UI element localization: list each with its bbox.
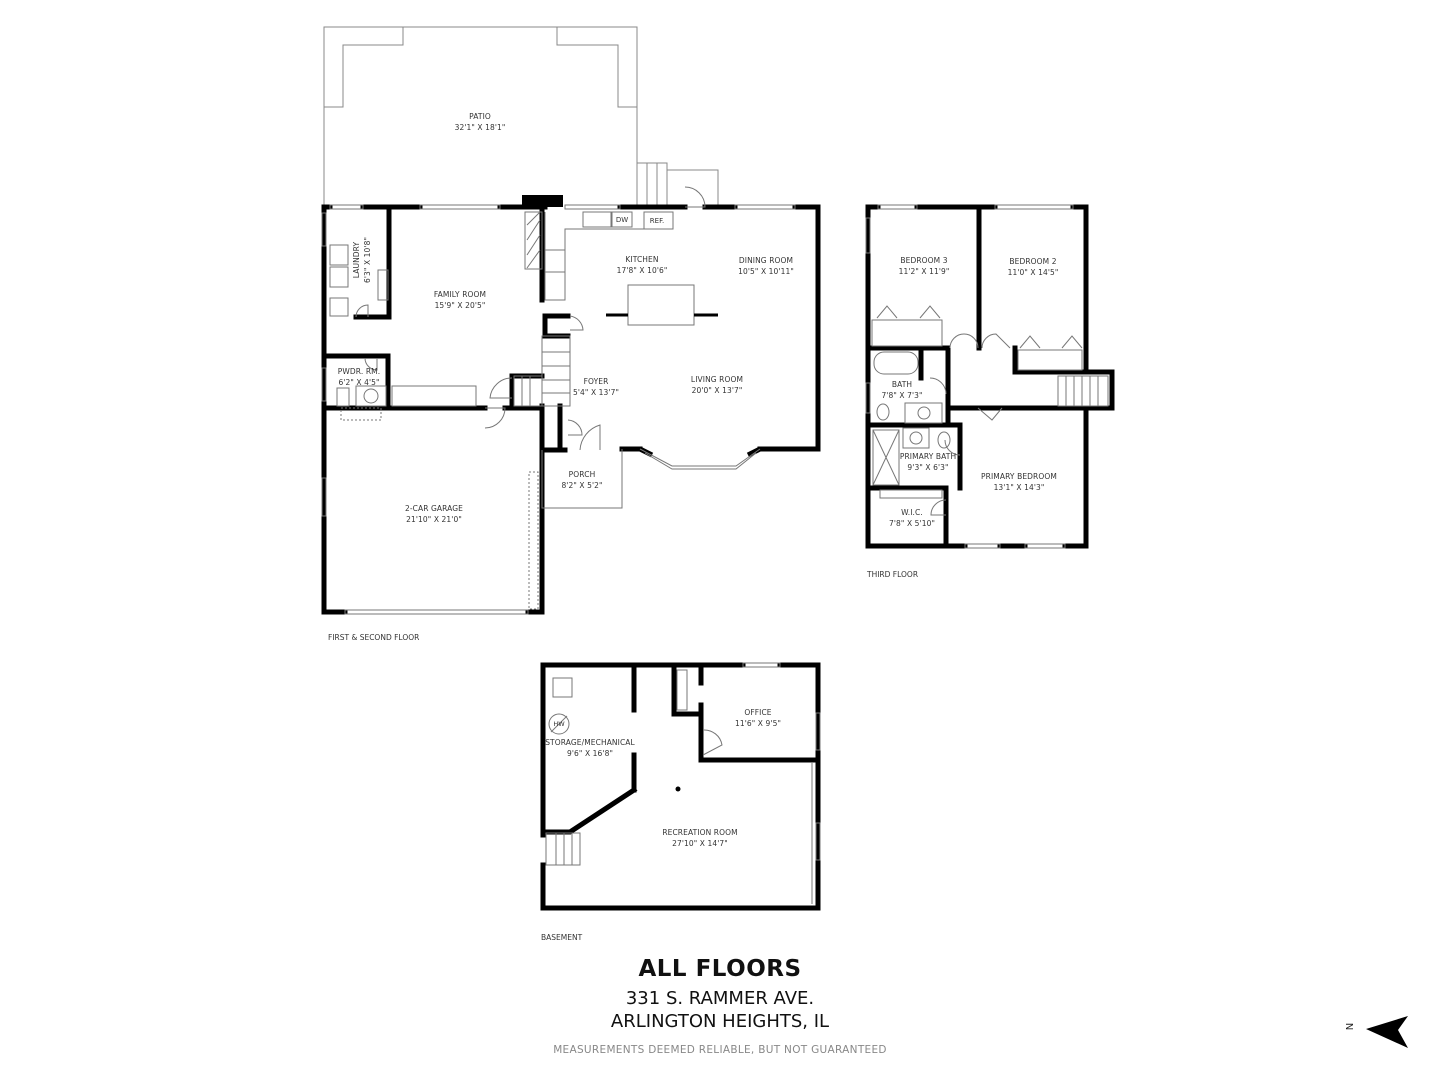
room-dimensions: 7'8" X 5'10"	[889, 519, 935, 528]
room-name: FAMILY ROOM	[433, 290, 487, 299]
room-label-pwdr-rm: PWDR. RM. 6'2" X 4'5"	[338, 366, 380, 388]
room-label-dining-room: DINING ROOM 10'5" X 10'11"	[738, 255, 794, 277]
room-name: PATIO	[469, 112, 491, 121]
room-label-foyer: FOYER 5'4" X 13'7"	[573, 376, 619, 398]
plan-title: ALL FLOORS	[638, 956, 802, 982]
first-second-floor-plan	[321, 26, 821, 615]
patio-outline	[323, 26, 719, 207]
room-dimensions: 27'10" X 14'7"	[672, 839, 728, 848]
refrigerator-label: REF.	[649, 217, 665, 225]
room-name: BEDROOM 3	[900, 256, 948, 265]
room-label-recreation-room: RECREATION ROOM 27'10" X 14'7"	[662, 827, 737, 849]
address-line-2: ARLINGTON HEIGHTS, IL	[610, 1011, 830, 1032]
compass-north-label: N	[1345, 1022, 1357, 1031]
room-dimensions: 10'5" X 10'11"	[738, 267, 794, 276]
room-name: PRIMARY BEDROOM	[981, 472, 1057, 481]
north-arrow-icon	[1366, 1016, 1408, 1048]
room-dimensions: 20'0" X 13'7"	[691, 386, 743, 395]
room-name: BATH	[891, 380, 913, 389]
disclaimer: MEASUREMENTS DEEMED RELIABLE, BUT NOT GU…	[553, 1044, 887, 1056]
room-dimensions: 11'0" X 14'5"	[1007, 268, 1059, 277]
room-label-bath: BATH 7'8" X 7'3"	[881, 379, 922, 401]
water-heater-label: HW	[553, 720, 565, 728]
room-dimensions: 5'4" X 13'7"	[573, 388, 619, 397]
room-name: STORAGE/MECHANICAL	[545, 738, 635, 747]
room-label-porch: PORCH 8'2" X 5'2"	[561, 469, 602, 491]
basement-plan	[540, 662, 821, 911]
room-label-living-room: LIVING ROOM 20'0" X 13'7"	[691, 374, 743, 396]
floor-caption-first-second: FIRST & SECOND FLOOR	[328, 633, 420, 642]
dishwasher-label: DW	[615, 216, 629, 224]
room-dimensions: 6'2" X 4'5"	[338, 378, 380, 387]
room-name: BEDROOM 2	[1009, 257, 1057, 266]
room-name: PRIMARY BATH	[899, 452, 957, 461]
room-dimensions: 7'8" X 7'3"	[881, 391, 923, 400]
room-label-kitchen: KITCHEN 17'8" X 10'6"	[617, 254, 668, 276]
room-label-primary-bath: PRIMARY BATH 9'3" X 6'3"	[900, 451, 956, 473]
room-name: DINING ROOM	[738, 256, 794, 265]
room-dimensions: 15'9" X 20'5"	[434, 301, 486, 310]
room-label-family-room: FAMILY ROOM 15'9" X 20'5"	[434, 289, 486, 311]
room-dimensions: 9'6" X 16'8"	[567, 749, 613, 758]
room-name: 2-CAR GARAGE	[404, 504, 464, 513]
room-dimensions: 11'6" X 9'5"	[735, 719, 781, 728]
room-name: FOYER	[583, 377, 609, 386]
room-label-bedroom-2: BEDROOM 2 11'0" X 14'5"	[1008, 256, 1059, 278]
room-name: W.I.C.	[901, 508, 923, 517]
third-floor-plan	[865, 204, 1115, 549]
room-name: LIVING ROOM	[690, 375, 744, 384]
room-name: PORCH	[568, 470, 596, 479]
room-label-laundry: LAUNDRY 6'3" X 10'8"	[351, 237, 373, 283]
room-name: RECREATION ROOM	[662, 828, 738, 837]
room-label-primary-bedroom: PRIMARY BEDROOM 13'1" X 14'3"	[981, 471, 1057, 493]
room-name: OFFICE	[744, 708, 772, 717]
room-name: LAUNDRY	[352, 241, 361, 279]
room-label-storage-mechanical: STORAGE/MECHANICAL 9'6" X 16'8"	[545, 737, 635, 759]
room-name: KITCHEN	[625, 255, 659, 264]
room-dimensions: 6'3" X 10'8"	[363, 237, 372, 283]
floor-caption-basement: BASEMENT	[541, 933, 583, 942]
room-dimensions: 17'8" X 10'6"	[616, 266, 668, 275]
room-dimensions: 11'2" X 11'9"	[898, 267, 950, 276]
room-label-patio: PATIO 32'1" X 18'1"	[455, 111, 506, 133]
room-dimensions: 32'1" X 18'1"	[454, 123, 506, 132]
room-dimensions: 9'3" X 6'3"	[907, 463, 949, 472]
room-label-garage: 2-CAR GARAGE 21'10" X 21'0"	[405, 503, 463, 525]
room-dimensions: 13'1" X 14'3"	[993, 483, 1045, 492]
room-label-office: OFFICE 11'6" X 9'5"	[735, 707, 781, 729]
room-dimensions: 21'10" X 21'0"	[406, 515, 462, 524]
room-label-wic: W.I.C. 7'8" X 5'10"	[889, 507, 935, 529]
room-name: PWDR. RM.	[337, 367, 381, 376]
room-dimensions: 8'2" X 5'2"	[561, 481, 603, 490]
address-line-1: 331 S. RAMMER AVE.	[625, 988, 815, 1009]
room-label-bedroom-3: BEDROOM 3 11'2" X 11'9"	[899, 255, 950, 277]
floor-caption-third: THIRD FLOOR	[867, 570, 919, 579]
